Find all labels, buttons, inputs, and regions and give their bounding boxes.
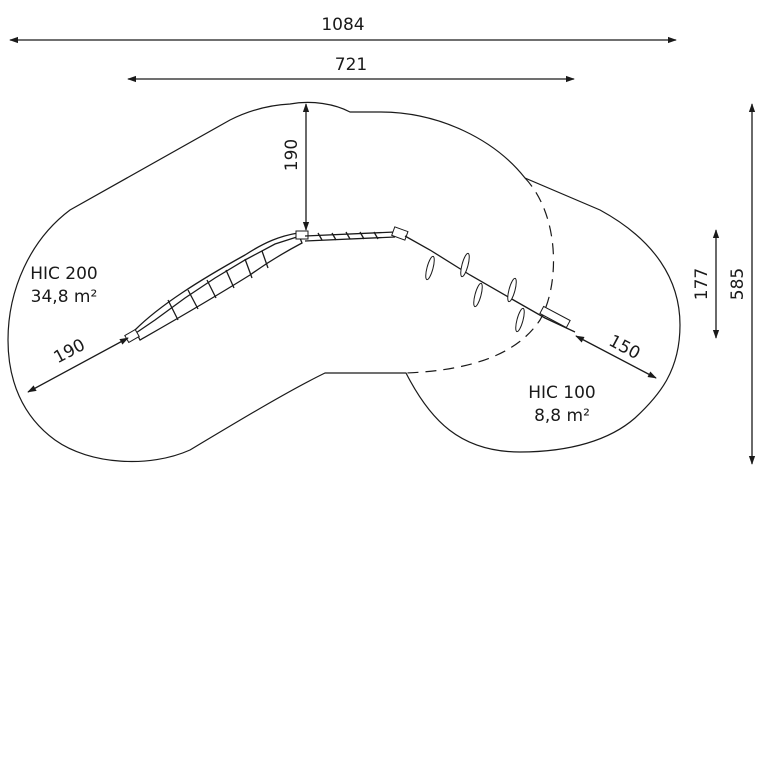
dim-line-left-offset: [27, 337, 129, 393]
stepping-disc-3: [473, 282, 483, 308]
dim-line-right-offset: [575, 335, 657, 379]
total-width-label: 1084: [321, 15, 364, 35]
stepping-disc-5: [515, 307, 525, 333]
net-section-left: [129, 235, 301, 338]
stepping-disc-2: [460, 252, 470, 278]
total-depth-label: 585: [728, 268, 748, 300]
hic100-area: 8,8 m²: [534, 406, 590, 426]
post-right: [539, 305, 571, 329]
hic200-area: 34,8 m²: [31, 287, 98, 307]
zone-labels: HIC 200 34,8 m² HIC 100 8,8 m²: [30, 264, 596, 426]
post-top-left: [295, 230, 309, 240]
safety-zone-outline: [7, 101, 681, 463]
top-offset-label: 190: [282, 139, 302, 171]
net-section-left-outline: [134, 232, 303, 341]
bridge-top-pattern: [317, 231, 379, 241]
hic100-zone-boundary: [405, 177, 555, 374]
equipment-width-label: 721: [335, 55, 367, 75]
left-offset-label: 190: [51, 335, 89, 368]
hic100-label: HIC 100: [528, 383, 596, 403]
play-equipment: [124, 226, 576, 344]
equipment-depth-label: 177: [692, 268, 712, 300]
hic200-zone-boundary: [7, 101, 681, 463]
hic200-label: HIC 200: [30, 264, 98, 284]
stepping-disc-4: [507, 277, 517, 303]
post-top-right: [391, 226, 409, 241]
right-offset-label: 150: [605, 331, 643, 364]
stepping-disc-1: [425, 255, 435, 281]
dimension-labels: 1084 721 190 190 150 177 585: [51, 15, 748, 368]
rope-right: [404, 235, 576, 333]
net-rungs: [167, 250, 269, 321]
dimension-lines: [9, 36, 756, 465]
